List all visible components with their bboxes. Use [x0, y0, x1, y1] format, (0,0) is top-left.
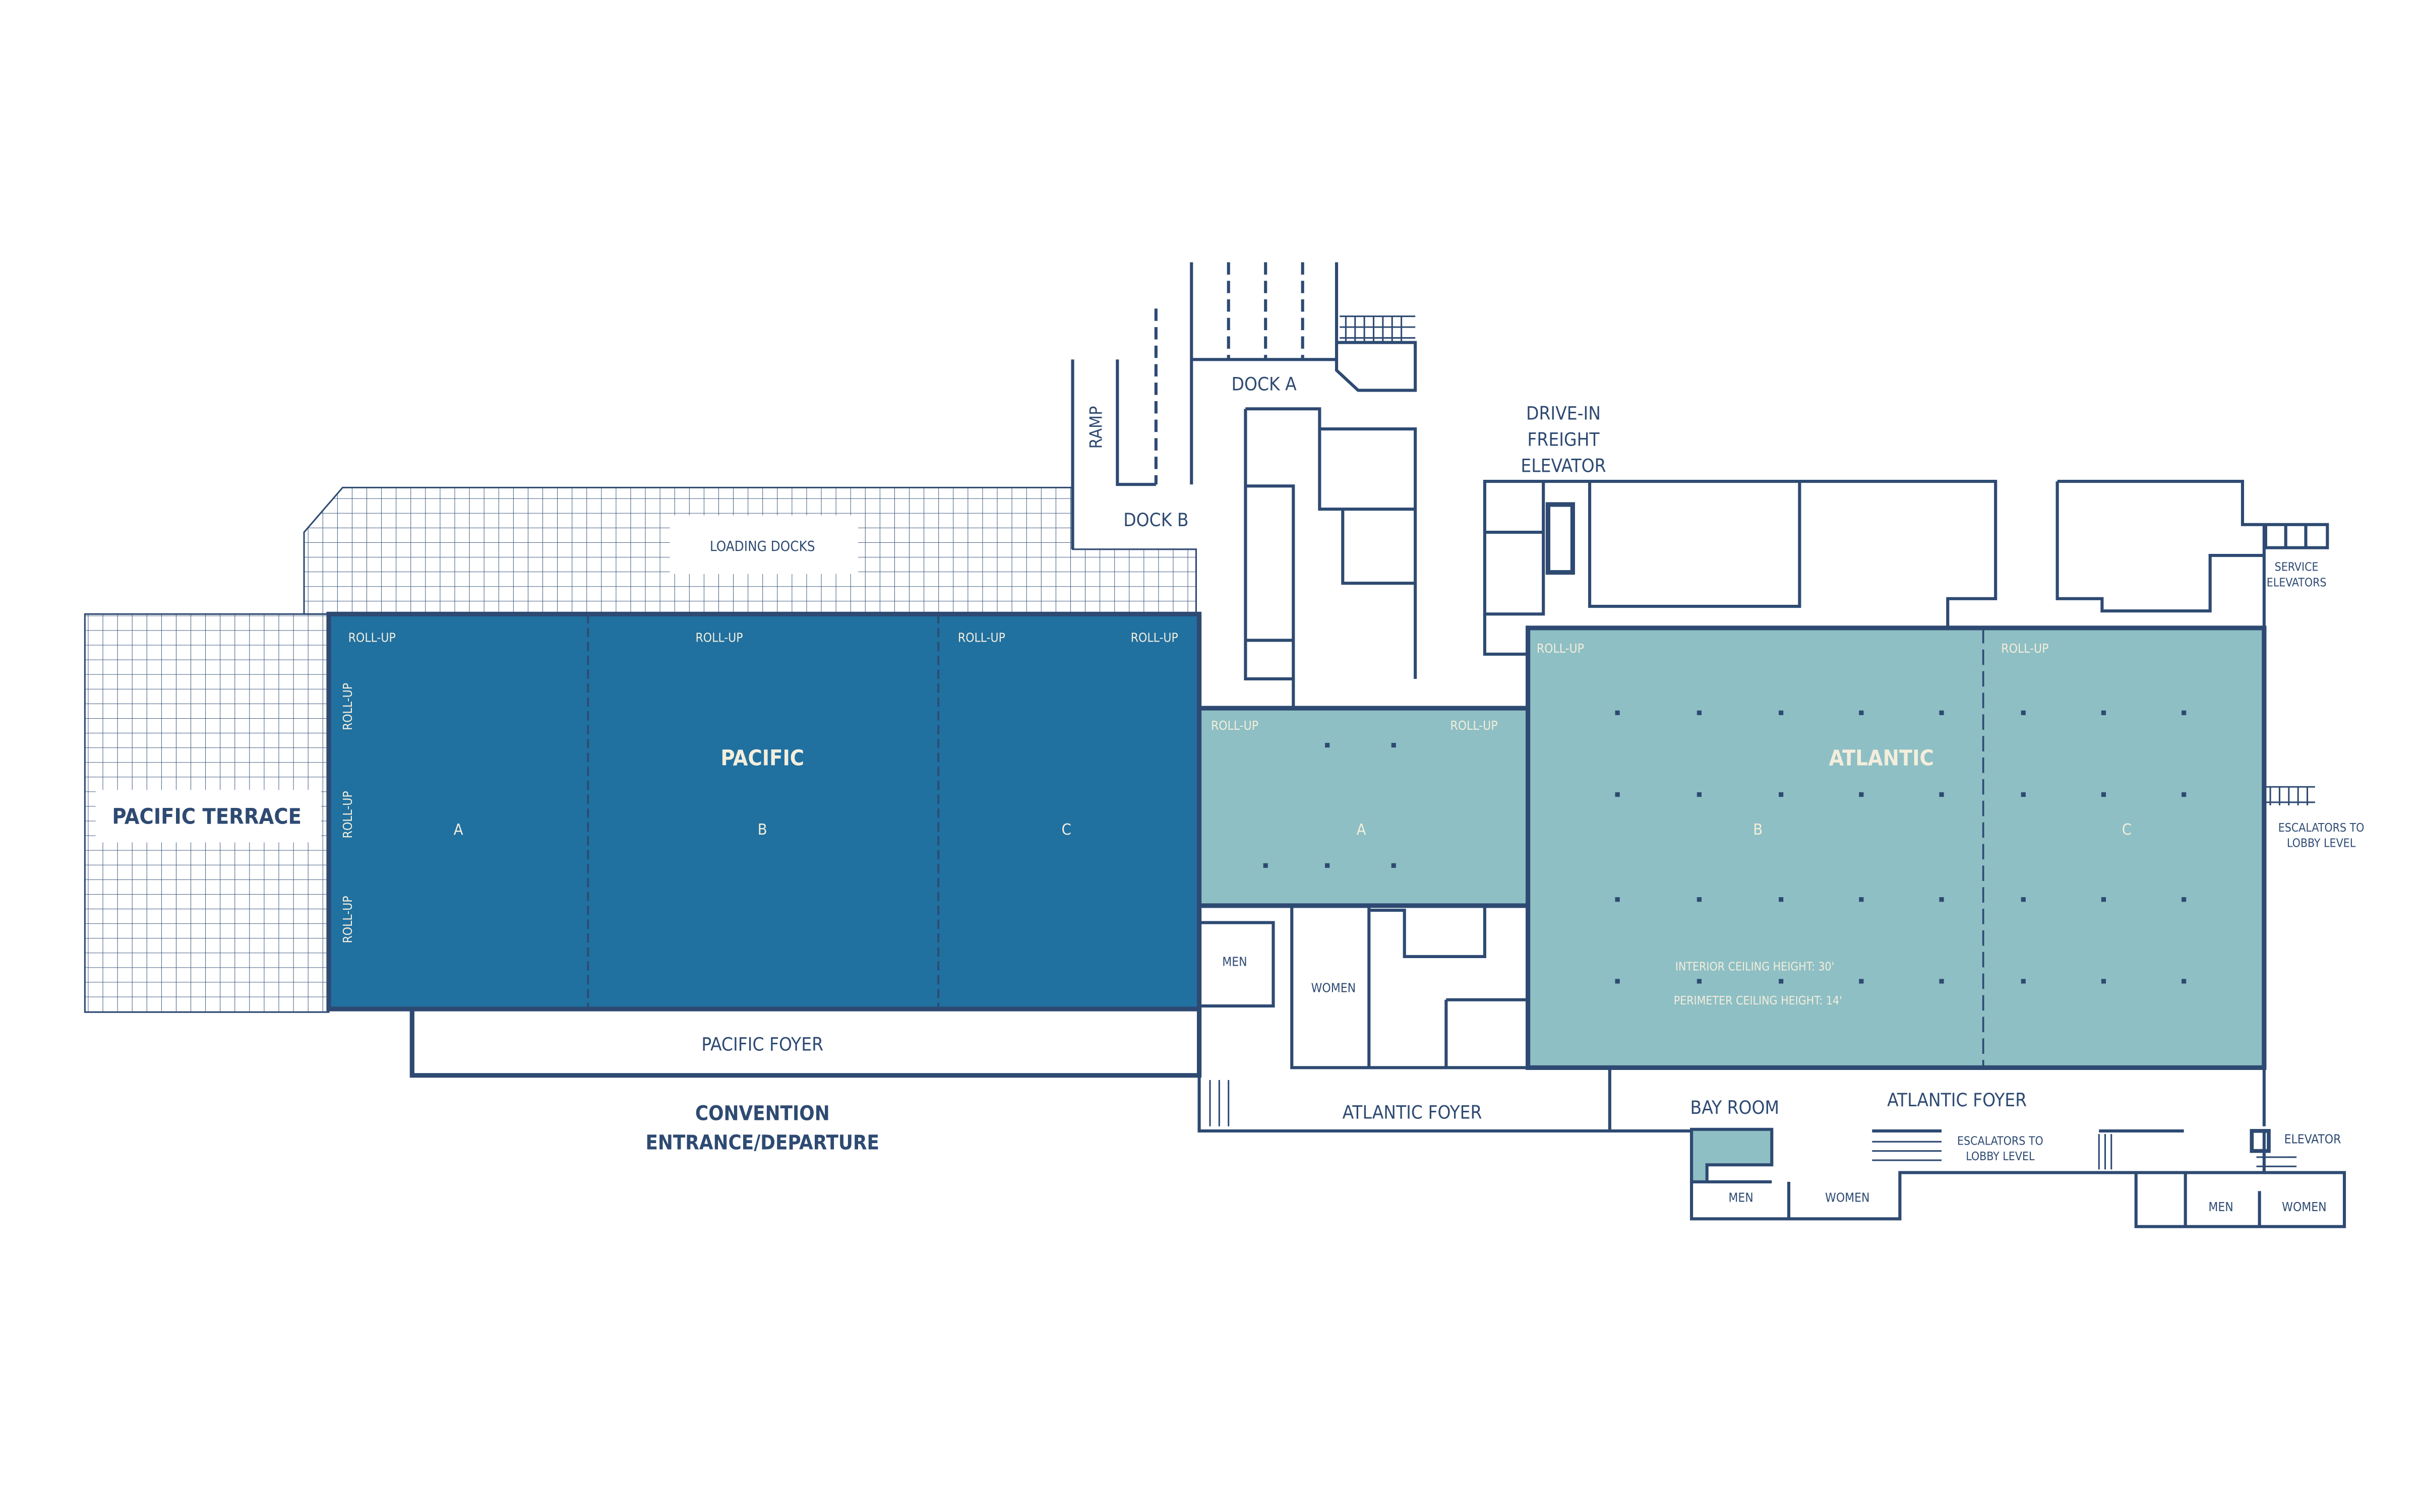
atlantic-columns — [1263, 710, 2187, 984]
atlantic-section-a: A — [1357, 821, 1366, 839]
ramp-label: RAMP — [1086, 406, 1106, 449]
column-marker — [1697, 979, 1702, 984]
bay-room[interactable] — [1690, 1127, 1774, 1183]
column-marker — [1325, 742, 1330, 748]
column-marker — [1859, 897, 1864, 902]
column-marker — [1615, 979, 1620, 984]
column-marker — [2101, 792, 2106, 797]
elevator-label: ELEVATOR — [2284, 1131, 2341, 1146]
column-marker — [1779, 979, 1784, 984]
rollup-label: ROLL-UP — [340, 791, 355, 838]
escalators-label: LOBBY LEVEL — [2287, 837, 2356, 850]
men-restroom-label: MEN — [2208, 1200, 2233, 1214]
rollup-label: ROLL-UP — [958, 630, 1005, 645]
rollup-label: ROLL-UP — [340, 683, 355, 730]
atlantic-label: ATLANTIC — [1829, 745, 1933, 771]
convention-entrance-label: CONVENTION — [695, 1102, 830, 1125]
column-marker — [1263, 863, 1268, 868]
atlantic-hall-bc[interactable] — [1526, 625, 2267, 1070]
rollup-label: ROLL-UP — [348, 630, 396, 645]
freight-elevator-label: FREIGHT — [1527, 429, 1600, 451]
atlantic-foyer-label: ATLANTIC FOYER — [1343, 1101, 1482, 1123]
freight-elevator-label: ELEVATOR — [1521, 455, 1606, 477]
escalators-label: ESCALATORS TO — [1957, 1135, 2043, 1148]
perimeter-ceiling-height: PERIMETER CEILING HEIGHT: 14' — [1674, 994, 1842, 1007]
interior-ceiling-height: INTERIOR CEILING HEIGHT: 30' — [1675, 961, 1834, 974]
loading-docks-label: LOADING DOCKS — [710, 538, 815, 554]
women-restroom-label: WOMEN — [1311, 980, 1356, 995]
column-marker — [1615, 897, 1620, 902]
column-marker — [2101, 897, 2106, 902]
dock-structure — [1071, 262, 2329, 709]
column-marker — [2182, 710, 2187, 715]
column-marker — [1939, 897, 1944, 902]
bay-room-label: BAY ROOM — [1690, 1097, 1780, 1118]
column-marker — [1859, 792, 1864, 797]
column-marker — [2182, 979, 2187, 984]
pacific-section-b: B — [758, 821, 767, 839]
rollup-label: ROLL-UP — [1131, 630, 1178, 645]
rollup-label: ROLL-UP — [1211, 718, 1258, 733]
column-marker — [1697, 710, 1702, 715]
column-marker — [2021, 710, 2026, 715]
convention-entrance-label: ENTRANCE/DEPARTURE — [645, 1131, 879, 1155]
women-restroom-label: WOMEN — [1825, 1190, 1869, 1205]
rollup-label: ROLL-UP — [2001, 641, 2048, 656]
rollup-label: ROLL-UP — [1450, 718, 1497, 733]
dock-a-label: DOCK A — [1232, 373, 1297, 395]
column-marker — [2101, 979, 2106, 984]
column-marker — [1859, 979, 1864, 984]
atlantic-foyer-label: ATLANTIC FOYER — [1887, 1089, 2027, 1111]
column-marker — [1939, 979, 1944, 984]
column-marker — [1779, 710, 1784, 715]
rollup-label: ROLL-UP — [1537, 641, 1584, 656]
pacific-terrace-label: PACIFIC TERRACE — [112, 804, 301, 830]
column-marker — [1615, 710, 1620, 715]
rollup-label: ROLL-UP — [696, 630, 743, 645]
column-marker — [1697, 792, 1702, 797]
column-marker — [2021, 897, 2026, 902]
dock-b-label: DOCK B — [1123, 509, 1188, 531]
column-marker — [2101, 710, 2106, 715]
escalators-label: ESCALATORS TO — [2278, 822, 2365, 835]
men-restroom-label: MEN — [1728, 1190, 1753, 1205]
pacific-foyer-label: PACIFIC FOYER — [701, 1034, 823, 1055]
service-elevators-label: ELEVATORS — [2267, 576, 2327, 589]
column-marker — [1779, 792, 1784, 797]
atlantic-hall-a[interactable] — [1196, 706, 1531, 908]
atlantic-section-b: B — [1753, 821, 1763, 839]
column-marker — [2182, 897, 2187, 902]
column-marker — [1939, 710, 1944, 715]
column-marker — [1939, 792, 1944, 797]
pacific-section-a: A — [454, 821, 463, 839]
column-marker — [2182, 792, 2187, 797]
pacific-section-c: C — [1062, 821, 1071, 839]
column-marker — [2021, 792, 2026, 797]
column-marker — [1859, 710, 1864, 715]
atlantic-section-c: C — [2122, 821, 2132, 839]
column-marker — [1325, 863, 1330, 868]
column-marker — [2021, 979, 2026, 984]
service-elevators-label: SERVICE — [2275, 561, 2319, 574]
pacific-hall[interactable] — [326, 611, 1202, 1012]
men-restroom-label: MEN — [1222, 954, 1247, 969]
column-marker — [1779, 897, 1784, 902]
column-marker — [1391, 742, 1396, 748]
column-marker — [1697, 897, 1702, 902]
rollup-label: ROLL-UP — [340, 896, 355, 943]
column-marker — [1391, 863, 1396, 868]
freight-elevator-label: DRIVE-IN — [1526, 403, 1601, 424]
escalators-label: LOBBY LEVEL — [1966, 1150, 2035, 1163]
column-marker — [1615, 792, 1620, 797]
pacific-label: PACIFIC — [720, 745, 804, 771]
women-restroom-label: WOMEN — [2282, 1200, 2326, 1214]
